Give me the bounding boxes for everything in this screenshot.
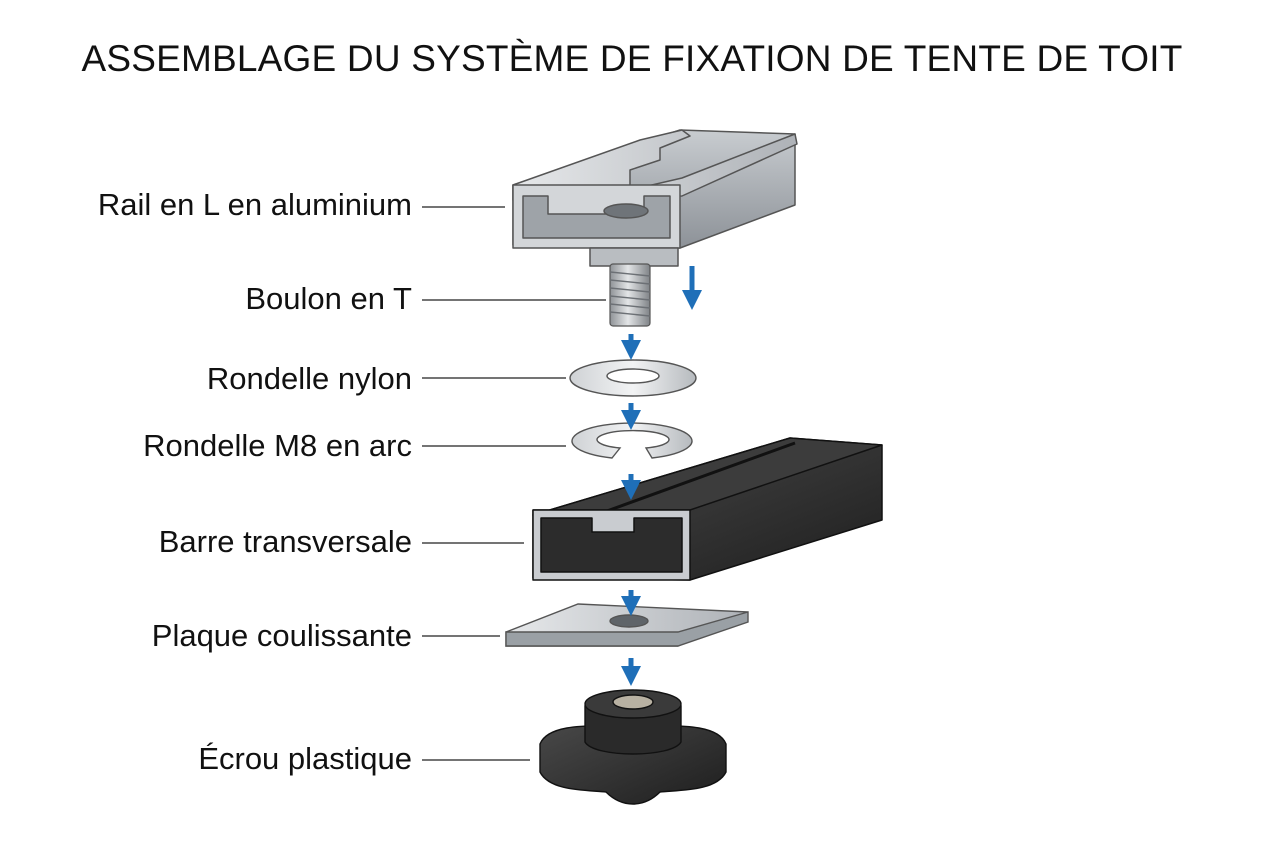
label-nylon-washer: Rondelle nylon — [206, 361, 412, 396]
label-rail: Rail en L en aluminium — [97, 187, 412, 222]
aluminium-rail — [512, 129, 798, 267]
label-slide-plate: Plaque coulissante — [151, 618, 412, 653]
t-bolt — [609, 263, 651, 327]
crossbar — [532, 437, 883, 581]
slide-plate — [505, 603, 749, 647]
label-split-washer: Rondelle M8 en arc — [143, 428, 412, 463]
leader-lines — [422, 206, 606, 761]
split-washer — [571, 422, 693, 459]
diagram-title: ASSEMBLAGE DU SYSTÈME DE FIXATION DE TEN… — [81, 38, 1183, 79]
assembly-arrows — [621, 266, 702, 686]
label-crossbar: Barre transversale — [158, 524, 412, 559]
nylon-washer — [569, 359, 697, 397]
plastic-knob-nut — [539, 689, 727, 805]
label-bolt: Boulon en T — [245, 281, 412, 316]
label-knob-nut: Écrou plastique — [198, 741, 412, 776]
